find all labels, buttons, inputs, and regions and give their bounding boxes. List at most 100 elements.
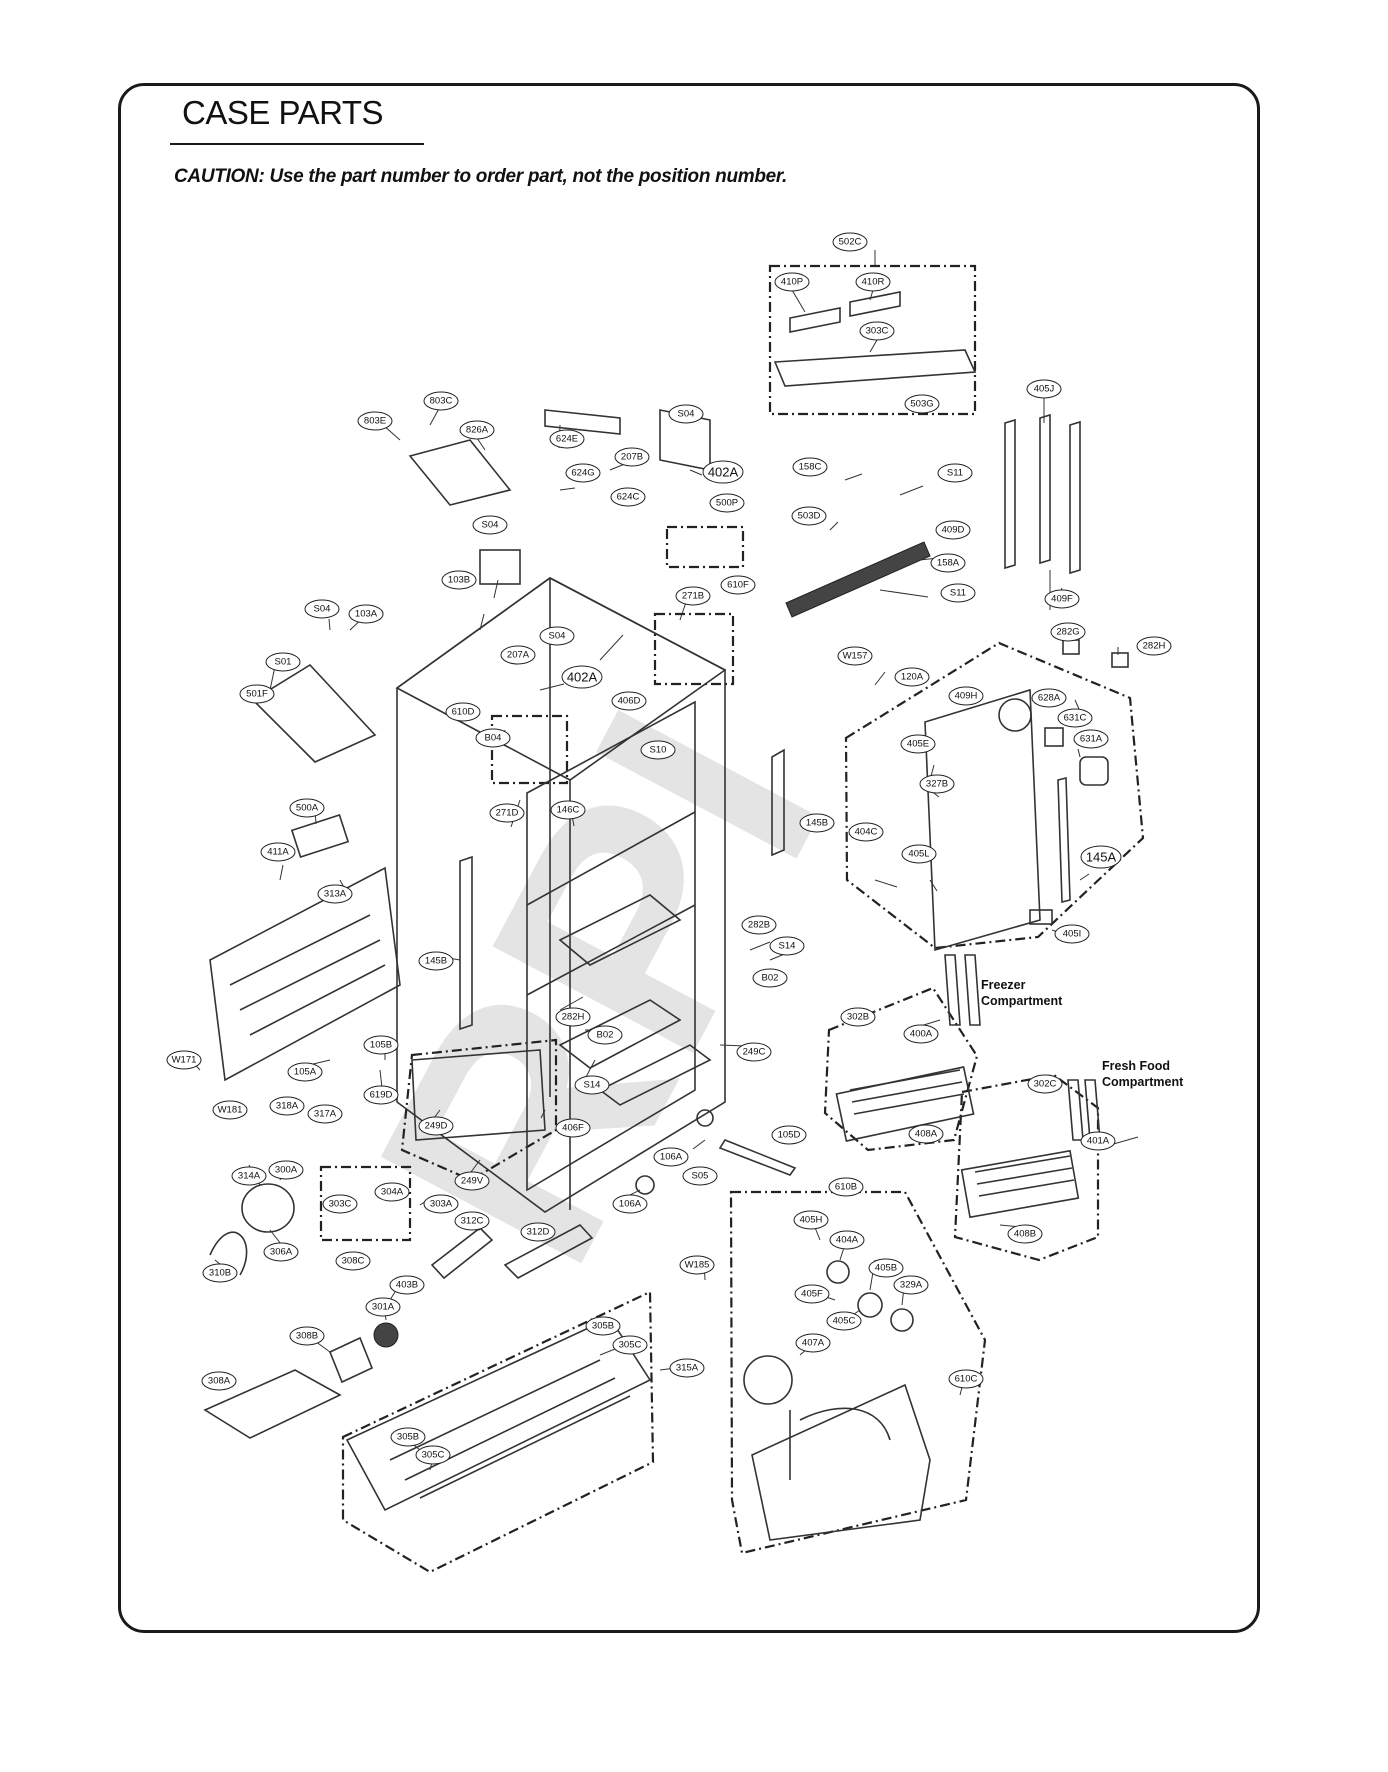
callout-text: 405J [1034, 384, 1055, 395]
callout-text: 408A [915, 1129, 938, 1140]
group-120A [844, 641, 1145, 950]
callout-oval [893, 1275, 929, 1295]
callout-text: 405E [907, 739, 929, 750]
callout-408b: 408B [1007, 1224, 1043, 1244]
callout-oval [289, 798, 325, 818]
base-308A [203, 1369, 342, 1439]
callout-oval [903, 1024, 939, 1044]
callout-303c-top: 303C [859, 321, 895, 341]
callout-b02-b: B02 [587, 1025, 623, 1045]
group-271B [653, 612, 735, 686]
callout-s04-b: S04 [472, 515, 508, 535]
callout-oval [937, 463, 973, 483]
callout-text: 158C [799, 462, 822, 473]
callout-145b-a: 145B [799, 813, 835, 833]
callout-text: 106A [660, 1152, 683, 1163]
callout-text: 282G [1056, 627, 1079, 638]
callout-406f: 406F [555, 1118, 591, 1138]
group-315A [341, 1290, 655, 1574]
callout-oval [610, 487, 646, 507]
callout-text: 306A [270, 1247, 293, 1258]
callout-text: 405C [833, 1316, 856, 1327]
callout-text: 503G [910, 399, 933, 410]
callout-oval [901, 844, 937, 864]
rail-249D [411, 1049, 546, 1141]
callout-text: 305C [619, 1340, 642, 1351]
callout-315a: 315A [669, 1358, 705, 1378]
callout-oval [900, 734, 936, 754]
callout-oval [555, 1118, 591, 1138]
callout-oval [239, 684, 275, 704]
callout-text: 103A [355, 609, 378, 620]
callout-text: 308B [296, 1331, 318, 1342]
rail-105D [718, 1139, 797, 1176]
callout-624c: 624C [610, 487, 646, 507]
callout-text: 282H [1143, 641, 1166, 652]
callout-text: S11 [947, 468, 963, 479]
callout-803e: 803E [357, 411, 393, 431]
callout-oval [908, 1124, 944, 1144]
callout-105d: 105D [771, 1125, 807, 1145]
callout-610b: 610B [828, 1177, 864, 1197]
callout-oval [418, 1116, 454, 1136]
fan-407A [743, 1355, 793, 1405]
callout-oval [166, 1050, 202, 1070]
callout-501f: 501F [239, 684, 275, 704]
callout-406d: 406D [611, 691, 647, 711]
callout-text: 405I [1063, 929, 1082, 940]
callout-oval [500, 645, 536, 665]
callout-301a: 301A [365, 1297, 401, 1317]
callout-302b: 302B [840, 1007, 876, 1027]
callout-text: 402A [567, 670, 598, 685]
callout-oval [574, 1075, 610, 1095]
callout-text: 145B [806, 818, 828, 829]
callout-oval [1031, 688, 1067, 708]
callout-631a: 631A [1073, 729, 1109, 749]
caution-note: CAUTION: Use the part number to order pa… [174, 166, 787, 187]
callout-oval [265, 652, 301, 672]
callout-305b-a: 305B [585, 1316, 621, 1336]
callout-103b: 103B [441, 570, 477, 590]
callout-text: 313A [324, 889, 347, 900]
callout-oval [709, 493, 745, 513]
callout-oval [868, 1258, 904, 1278]
callout-text: 301A [372, 1302, 395, 1313]
callout-317a: 317A [307, 1104, 343, 1124]
callout-s11-a: S11 [937, 463, 973, 483]
callout-oval [549, 429, 585, 449]
callout-oval [919, 774, 955, 794]
callout-158c: 158C [792, 457, 828, 477]
callout-text: 502C [839, 237, 862, 248]
part-631C [1044, 727, 1064, 747]
callout-305b-b: 305B [390, 1427, 426, 1447]
fresh-food-compartment-label: Fresh Food [1102, 1059, 1170, 1073]
duct-610B [751, 1383, 931, 1541]
callout-oval [793, 1210, 829, 1230]
callout-oval [1026, 379, 1062, 399]
callout-oval [287, 1062, 323, 1082]
callout-oval [1136, 636, 1172, 656]
callout-oval [614, 447, 650, 467]
callout-oval [260, 842, 296, 862]
callout-oval [307, 1104, 343, 1124]
callout-text: 631A [1080, 734, 1103, 745]
callout-s14-a: S14 [769, 936, 805, 956]
callout-text: 308C [342, 1256, 365, 1267]
callout-text: 312C [461, 1216, 484, 1227]
callout-oval [848, 822, 884, 842]
callout-409d: 409D [935, 520, 971, 540]
callout-oval [826, 1311, 862, 1331]
callout-oval [459, 420, 495, 440]
group-302B [823, 986, 979, 1152]
callout-407a: 407A [795, 1333, 831, 1353]
callout-207b: 207B [614, 447, 650, 467]
callout-text: 145A [1086, 850, 1117, 865]
callout-text: 401A [1087, 1136, 1110, 1147]
callout-text: 410P [781, 277, 803, 288]
callout-s05: S05 [682, 1166, 718, 1186]
callout-624g: 624G [565, 463, 601, 483]
callout-oval [389, 1275, 425, 1295]
callout-oval [348, 604, 384, 624]
callout-628a: 628A [1031, 688, 1067, 708]
callout-249v: 249V [454, 1171, 490, 1191]
